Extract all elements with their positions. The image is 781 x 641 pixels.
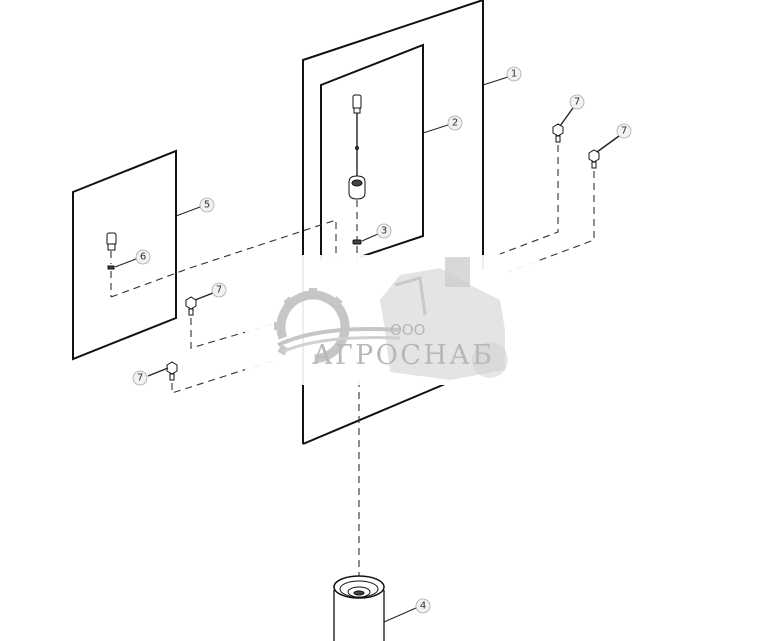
callout-7d: 7: [132, 370, 148, 386]
callout-7c: 7: [211, 282, 227, 298]
svg-text:7: 7: [621, 126, 627, 137]
part-4-filter: [333, 575, 385, 641]
part-2-inner-panel: [320, 43, 424, 260]
watermark-logo: ООО АГРОСНАБ: [245, 255, 535, 385]
part-7-bolt-b: [507, 149, 600, 273]
svg-text:3: 3: [381, 226, 387, 237]
callout-7a: 7: [569, 94, 585, 110]
part-7-bolt-c: [185, 296, 281, 349]
gear-icon: [274, 288, 401, 364]
part-7-bolt-d: [166, 359, 276, 394]
svg-text:7: 7: [574, 97, 580, 108]
part-3-washer: [352, 239, 362, 245]
combine-harvester-icon: [380, 257, 508, 380]
watermark-brand: АГРОСНАБ: [312, 340, 492, 371]
svg-text:4: 4: [420, 601, 426, 612]
callout-3: 3: [376, 223, 392, 239]
svg-text:1: 1: [511, 69, 517, 80]
svg-text:5: 5: [204, 200, 210, 211]
part-7-bolt-a: [499, 123, 564, 255]
callouts: 1 2 3 4 5 6 7 7 7 7: [114, 66, 632, 623]
part-5-left-panel: [72, 149, 177, 361]
callout-7b: 7: [616, 123, 632, 139]
part-6-sensor: [106, 219, 337, 298]
svg-text:7: 7: [137, 373, 143, 384]
svg-text:6: 6: [140, 252, 146, 263]
watermark-prefix: ООО: [390, 321, 425, 339]
callout-5: 5: [199, 197, 215, 213]
sensor-cable-assembly: [348, 94, 366, 262]
callout-4: 4: [415, 598, 431, 614]
callout-1: 1: [506, 66, 522, 82]
callout-2: 2: [447, 115, 463, 131]
svg-text:2: 2: [452, 118, 458, 129]
callout-6: 6: [135, 249, 151, 265]
svg-text:7: 7: [216, 285, 222, 296]
